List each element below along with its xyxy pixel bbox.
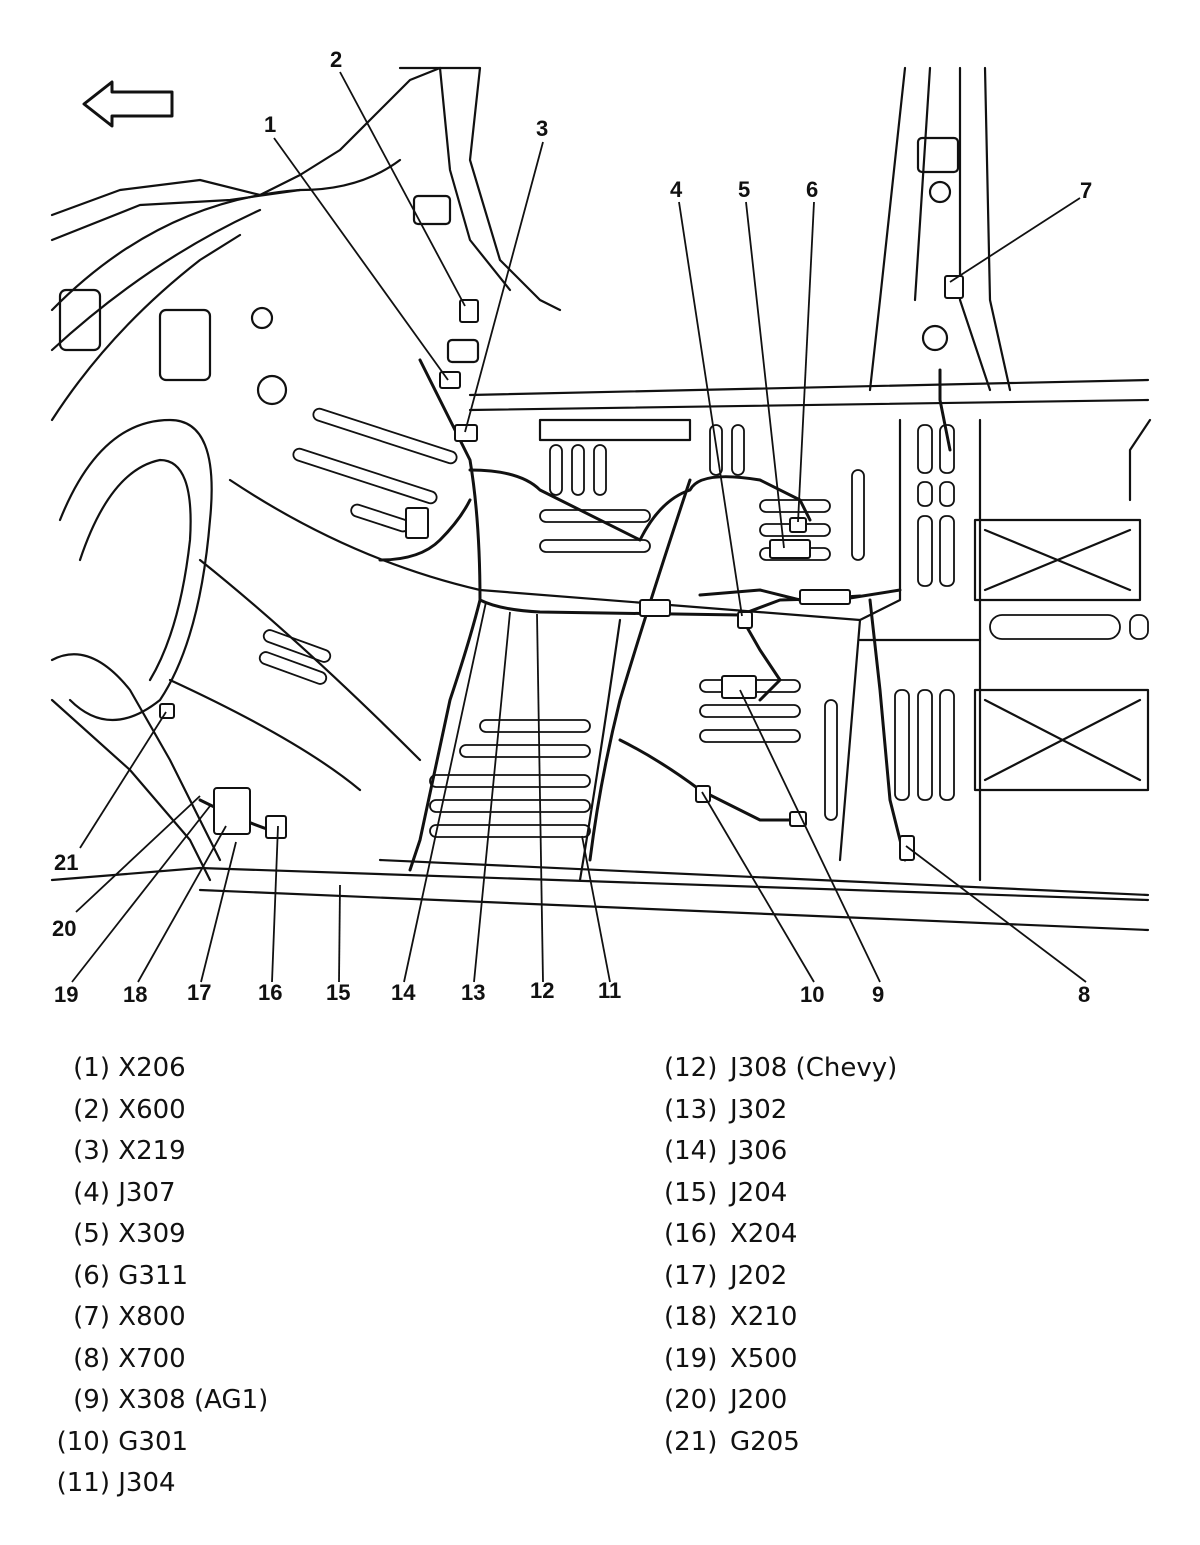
callout-7: 7 [1080,178,1092,203]
legend-item-8: (8) X700 [73,1343,186,1374]
callout-11: 11 [598,978,621,1003]
harness-routing-drawing: 1 2 3 4 5 6 7 8 9 10 11 12 13 14 15 16 1… [50,47,1152,1007]
legend-item-5: (5) X309 [73,1219,186,1249]
legend-item-13: (13)J302 [664,1094,788,1125]
callout-2: 2 [330,47,342,72]
callout-15: 15 [326,980,350,1005]
legend-item-3: (3) X219 [73,1136,186,1166]
callout-5: 5 [738,177,750,202]
callout-17: 17 [187,980,211,1005]
harness-connectors [159,275,964,861]
legend-item-20: (20)J200 [664,1385,788,1415]
legend-item-2: (2) X600 [73,1094,186,1125]
legend-item-12: (12)J308 (Chevy) [664,1053,898,1083]
callout-20: 20 [52,916,76,941]
legend-item-9: (9) X308 (AG1) [73,1385,269,1415]
front-structure [50,66,442,882]
legend-item-17: (17)J202 [664,1260,788,1291]
floor-ribs [258,407,1149,838]
legend-column-right: (12)J308 (Chevy) (13)J302 (14)J306 (15)J… [664,1048,897,1463]
legend-item-15: (15)J204 [664,1177,788,1208]
callout-18: 18 [123,982,147,1007]
callout-10: 10 [800,982,824,1007]
legend-item-11: (11) J304 [56,1468,176,1498]
rear-floor-braces [973,418,1152,792]
legend-item-18: (18)X210 [664,1302,798,1332]
callout-labels: 1 2 3 4 5 6 7 8 9 10 11 12 13 14 15 16 1… [52,47,1092,1007]
legend-item-14: (14)J306 [664,1136,788,1166]
floor-pan [50,378,1150,932]
leader-lines [71,71,1087,983]
a-pillar [398,66,562,364]
legend-item-16: (16)X204 [664,1219,798,1249]
left-arrow-icon [82,80,174,128]
wiring-harness [198,358,952,872]
legend-item-7: (7) X800 [73,1302,186,1332]
callout-4: 4 [670,177,683,202]
callout-12: 12 [530,978,554,1003]
legend-item-6: (6) G311 [73,1260,189,1291]
callout-1: 1 [264,112,276,137]
callout-9: 9 [872,982,884,1007]
callout-13: 13 [461,980,485,1005]
callout-6: 6 [806,177,818,202]
callout-19: 19 [54,982,78,1007]
legend-item-21: (21)G205 [664,1426,800,1457]
legend-item-19: (19)X500 [664,1343,798,1374]
callout-3: 3 [536,116,548,141]
b-pillar [868,66,1012,392]
legend-item-1: (1) X206 [73,1053,186,1083]
legend-item-4: (4) J307 [73,1177,176,1208]
callout-14: 14 [391,980,416,1005]
legend-item-10: (10) G301 [56,1426,189,1457]
callout-8: 8 [1078,982,1090,1007]
callout-21: 21 [54,850,78,875]
callout-16: 16 [258,980,282,1005]
legend-column-left: (1) X206 (2) X600 (3) X219 (4) J307 (5) … [44,1048,269,1505]
